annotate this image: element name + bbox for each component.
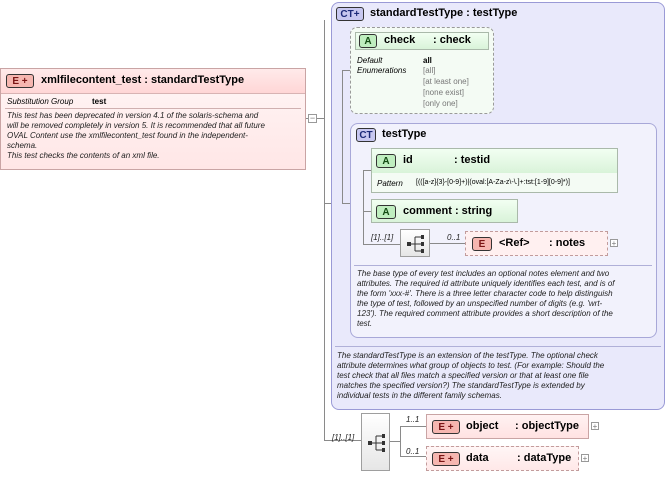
default-value: all — [423, 56, 432, 65]
element-badge: E + — [432, 452, 460, 466]
doc-line: schema. — [7, 141, 38, 150]
element-badge: E + — [432, 420, 460, 434]
test-type-title: testType — [382, 128, 427, 140]
plus-glyph: + — [445, 454, 454, 465]
object-cardinality: 1..1 — [406, 415, 420, 424]
notes-ref-name: <Ref> — [499, 237, 530, 249]
connector-to-comment — [363, 211, 371, 212]
check-attribute-box[interactable]: A check : check Default all Enumerations… — [350, 27, 494, 114]
comment-attribute-box[interactable]: A comment : string — [371, 199, 518, 223]
id-name: id — [403, 154, 413, 166]
connector-ct-inner-trunk — [342, 70, 343, 203]
connector-testtype-trunk — [363, 170, 364, 244]
doc-line: The standardTestType is an extension of … — [337, 351, 598, 360]
doc-line: the type of test, followed by an unspeci… — [357, 299, 603, 308]
enumerations-label: Enumerations — [357, 66, 407, 75]
divider — [335, 346, 661, 347]
substitution-group-label: Substitution Group — [7, 97, 74, 106]
pattern-value: [(([a-z]{3}-[0-9]+)|(oval:[A-Za-z\-\.]+:… — [416, 179, 570, 186]
sequence-cardinality: [1]..[1] — [332, 433, 355, 442]
doc-line: This test has been deprecated in version… — [7, 111, 259, 120]
doc-line: attributes. The required id attribute un… — [357, 279, 615, 288]
data-type: : dataType — [517, 452, 572, 464]
standard-test-type-documentation: The standardTestType is an extension of … — [337, 351, 663, 401]
id-type: : testid — [454, 154, 491, 166]
standard-test-type-title: standardTestType : testType — [370, 7, 518, 19]
xmlfilecontent-test-element[interactable]: E + xmlfilecontent_test : standardTestTy… — [0, 68, 306, 170]
connector-to-check — [342, 70, 350, 71]
connector-trunk — [324, 20, 325, 440]
divider — [354, 265, 652, 266]
doc-line: the form 'xxx-#'. There is a three lette… — [357, 289, 613, 298]
sequence-compositor-icon — [368, 434, 385, 452]
complex-type-badge: CT+ — [336, 7, 364, 21]
element-badge: E — [472, 237, 492, 251]
connector-to-ct — [324, 203, 331, 204]
plus-glyph: + — [353, 9, 360, 20]
sequence-compositor[interactable] — [361, 413, 390, 471]
element-badge: E + — [6, 74, 34, 88]
notes-type: : notes — [549, 237, 586, 249]
sequence-compositor-icon — [407, 235, 424, 253]
id-attribute-box[interactable]: A id : testid Pattern [(([a-z]{3}-[0-9]+… — [371, 148, 618, 193]
enum-value: [all] — [423, 66, 436, 75]
data-cardinality: 0..1 — [406, 447, 420, 456]
pattern-label: Pattern — [377, 179, 403, 188]
connector-to-object — [400, 426, 426, 427]
element-title: xmlfilecontent_test : standardTestType — [41, 74, 245, 86]
check-attribute-header — [355, 32, 489, 50]
doc-line: This test checks the contents of an xml … — [7, 151, 160, 160]
doc-line: OVAL Content use the xmlfilecontent_test… — [7, 131, 248, 140]
id-attribute-header — [372, 149, 617, 173]
object-name: object — [466, 420, 499, 432]
doc-line: test check that all files match a specif… — [337, 371, 589, 380]
check-name: check — [384, 34, 416, 46]
connector-to-notes-seq — [363, 244, 400, 245]
divider — [5, 108, 301, 109]
notes-ref-box[interactable]: E <Ref> : notes — [465, 231, 608, 256]
doc-line: attribute determines what group of objec… — [337, 361, 605, 370]
expand-plus-icon[interactable]: + — [581, 454, 589, 463]
test-type-documentation: The base type of every test includes an … — [357, 269, 655, 329]
notes-seq-cardinality: [1]..[1] — [371, 233, 394, 242]
enum-value: [at least one] — [423, 77, 469, 86]
object-type: : objectType — [515, 420, 579, 432]
substitution-group-value: test — [92, 97, 107, 106]
enum-value: [only one] — [423, 99, 458, 108]
connector-to-testtype — [342, 203, 350, 204]
sequence-compositor[interactable] — [400, 229, 430, 257]
connector-to-id — [363, 170, 371, 171]
doc-line: 123'). The required comment attribute pr… — [357, 309, 613, 318]
element-documentation: This test has been deprecated in version… — [7, 111, 305, 161]
attribute-badge: A — [359, 34, 377, 48]
comment-label: comment : string — [403, 205, 493, 217]
notes-cardinality: 0..1 — [447, 233, 461, 242]
object-element-box[interactable]: E + object : objectType — [426, 414, 589, 439]
plus-glyph: + — [445, 422, 454, 433]
enum-value: [none exist] — [423, 88, 464, 97]
connector-to-data — [400, 456, 426, 457]
element-header: E + xmlfilecontent_test : standardTestTy… — [1, 69, 305, 94]
attribute-badge: A — [376, 154, 396, 168]
connector-to-seq — [324, 440, 361, 441]
attribute-badge: A — [376, 205, 396, 219]
doc-line: test. — [357, 319, 373, 328]
default-label: Default — [357, 56, 383, 65]
doc-line: matches the specified version?) The stan… — [337, 381, 585, 390]
data-element-box[interactable]: E + data : dataType — [426, 446, 579, 471]
connector-seq-to-notes — [430, 243, 465, 244]
doc-line: will be removed completely in version 5.… — [7, 121, 265, 130]
connector-seq-trunk — [400, 426, 401, 457]
doc-line: individual tests in the different family… — [337, 391, 502, 400]
connector-seq-out — [390, 441, 400, 442]
doc-line: The base type of every test includes an … — [357, 269, 610, 278]
complex-type-badge: CT — [356, 128, 376, 142]
expand-plus-icon[interactable]: + — [591, 422, 599, 431]
collapse-minus-icon[interactable]: − — [308, 113, 317, 123]
plus-glyph: + — [19, 76, 28, 87]
expand-plus-icon[interactable]: + — [610, 239, 618, 248]
check-type: : check — [433, 34, 471, 46]
data-name: data — [466, 452, 489, 464]
